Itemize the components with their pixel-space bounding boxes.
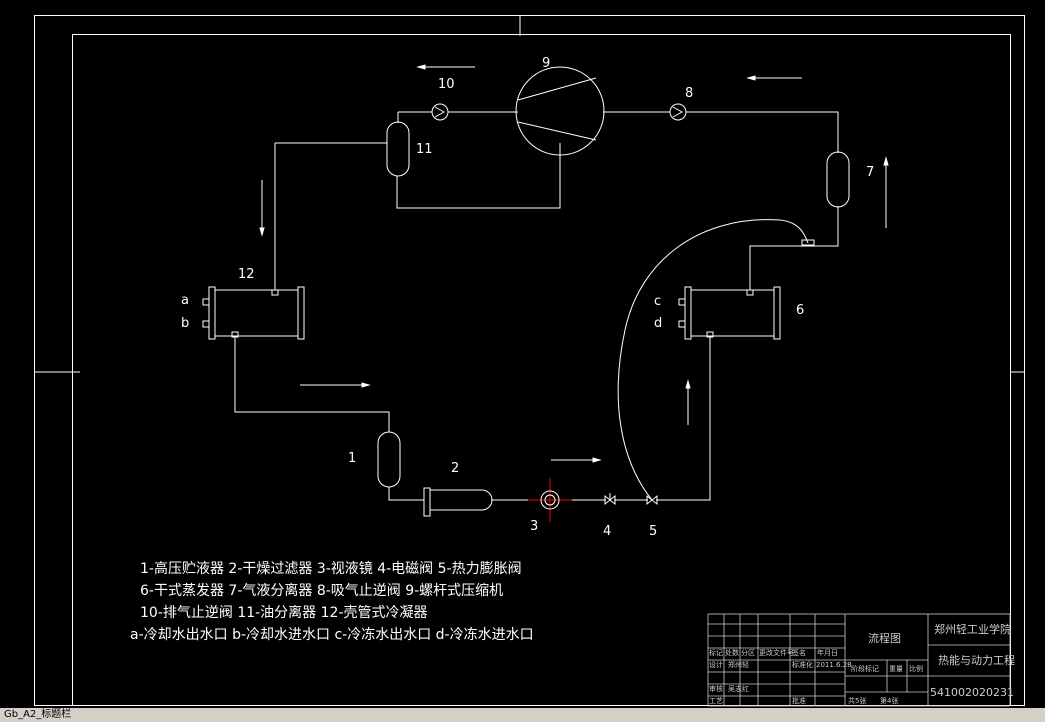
port-b: b xyxy=(181,316,189,331)
tb-count: 处数 xyxy=(725,648,739,657)
tb-process: 工艺 xyxy=(709,697,723,705)
tb-number: 541002020231 xyxy=(930,686,1014,699)
legend-line-1: 1-高压贮液器 2-干燥过滤器 3-视液镜 4-电磁阀 5-热力膨胀阀 xyxy=(140,560,522,577)
oil-separator-11[interactable] xyxy=(386,121,410,177)
inner-frame xyxy=(72,34,1011,706)
legend-line-3: 10-排气止逆阀 11-油分离器 12-壳管式冷凝器 xyxy=(140,604,428,621)
tb-scale: 比例 xyxy=(909,664,923,673)
flow-arrows xyxy=(259,64,889,463)
status-bar-text: Gb_A2_标题栏 xyxy=(4,709,72,720)
label-5: 5 xyxy=(649,524,657,539)
label-1: 1 xyxy=(348,451,356,466)
tb-design: 设计 xyxy=(709,660,723,669)
label-7: 7 xyxy=(866,165,874,180)
label-11: 11 xyxy=(416,142,433,157)
label-4: 4 xyxy=(603,524,611,539)
title-block xyxy=(707,613,1011,707)
receiver-1[interactable] xyxy=(377,431,401,488)
tb-reviewer: 吴志红 xyxy=(728,684,749,693)
tb-sign: 签名 xyxy=(792,648,806,657)
legend-line-2: 6-干式蒸发器 7-气液分离器 8-吸气止逆阀 9-螺杆式压缩机 xyxy=(140,582,503,599)
condenser-12[interactable] xyxy=(202,286,305,340)
check-valve-10[interactable] xyxy=(431,103,449,121)
label-12: 12 xyxy=(238,267,255,282)
tb-mark: 标记 xyxy=(709,648,723,657)
port-a: a xyxy=(181,293,189,308)
tb-school: 郑州轻工业学院 xyxy=(934,622,1011,636)
outer-frame xyxy=(34,15,1025,706)
port-d: d xyxy=(654,316,662,331)
label-6: 6 xyxy=(796,303,804,318)
tb-total: 共5张 xyxy=(848,696,866,705)
evaporator-6[interactable] xyxy=(678,286,781,340)
tb-standard: 标准化 xyxy=(792,660,813,669)
solenoid-valve-4[interactable] xyxy=(604,493,616,506)
label-9: 9 xyxy=(542,56,550,71)
label-8: 8 xyxy=(685,86,693,101)
label-2: 2 xyxy=(451,461,459,476)
check-valve-8[interactable] xyxy=(669,103,687,121)
gas-liquid-separator-7[interactable] xyxy=(826,151,850,208)
tb-review: 审核 xyxy=(709,684,723,693)
legend-line-4: a-冷却水出水口 b-冷却水进水口 c-冷冻水出水口 d-冷冻水进水口 xyxy=(130,626,534,643)
label-10: 10 xyxy=(438,77,455,92)
port-c: c xyxy=(654,294,661,309)
tb-weight: 重量 xyxy=(889,665,903,673)
tb-approve: 批准 xyxy=(792,696,806,705)
tb-stage: 阶段标记 xyxy=(851,664,879,673)
status-bar: Gb_A2_标题栏 xyxy=(0,708,1045,722)
tb-zone: 分区 xyxy=(741,648,755,657)
tb-sheet: 第4张 xyxy=(880,696,898,705)
label-3: 3 xyxy=(530,519,538,534)
piping xyxy=(234,111,839,501)
tb-date-h: 年月日 xyxy=(817,648,838,657)
sight-glass-3[interactable] xyxy=(528,478,572,522)
compressor-9[interactable] xyxy=(515,66,605,156)
tb-drawing-title: 流程图 xyxy=(868,631,901,645)
tb-major: 热能与动力工程 xyxy=(938,653,1015,667)
tb-date: 2011.6.28 xyxy=(816,661,852,669)
expansion-valve-5[interactable] xyxy=(646,494,658,506)
filter-drier-2[interactable] xyxy=(423,487,493,517)
tb-designer: 郑州轻 xyxy=(728,660,749,669)
tb-change: 更改文件号 xyxy=(759,648,794,657)
